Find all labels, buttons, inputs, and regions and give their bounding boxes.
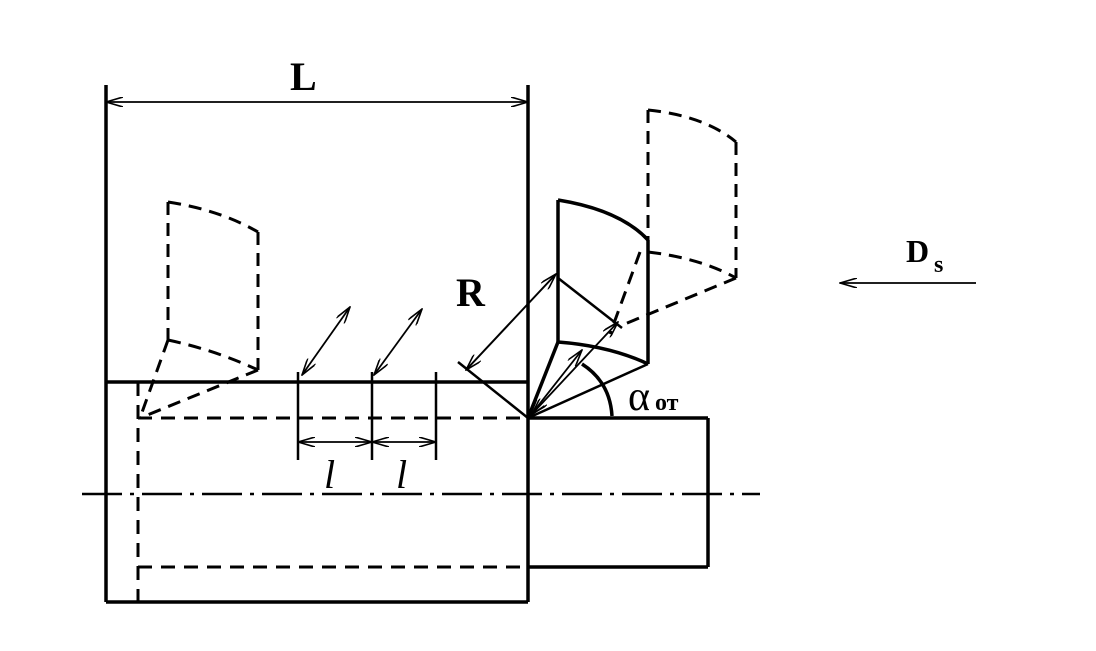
workpiece-body (104, 85, 530, 604)
radius-dimension (457, 274, 556, 419)
step-1-label: l (324, 452, 335, 497)
force-arrows (302, 307, 422, 375)
feed-subscript-label: s (934, 252, 943, 278)
left-tool-phantom (138, 200, 260, 420)
tool-force-arrows (530, 322, 618, 416)
feed-label: D (906, 233, 929, 269)
radius-label: R (456, 270, 486, 315)
right-tool-phantom (608, 108, 738, 335)
length-label: L (290, 54, 317, 99)
step-marks (296, 372, 438, 460)
angle-subscript-label: от (655, 390, 679, 416)
angle-arc (581, 362, 614, 417)
hidden-bore-lines (136, 382, 528, 602)
step-2-label: l (396, 452, 407, 497)
shaft (528, 416, 710, 569)
angle-symbol-label: α (628, 374, 650, 420)
